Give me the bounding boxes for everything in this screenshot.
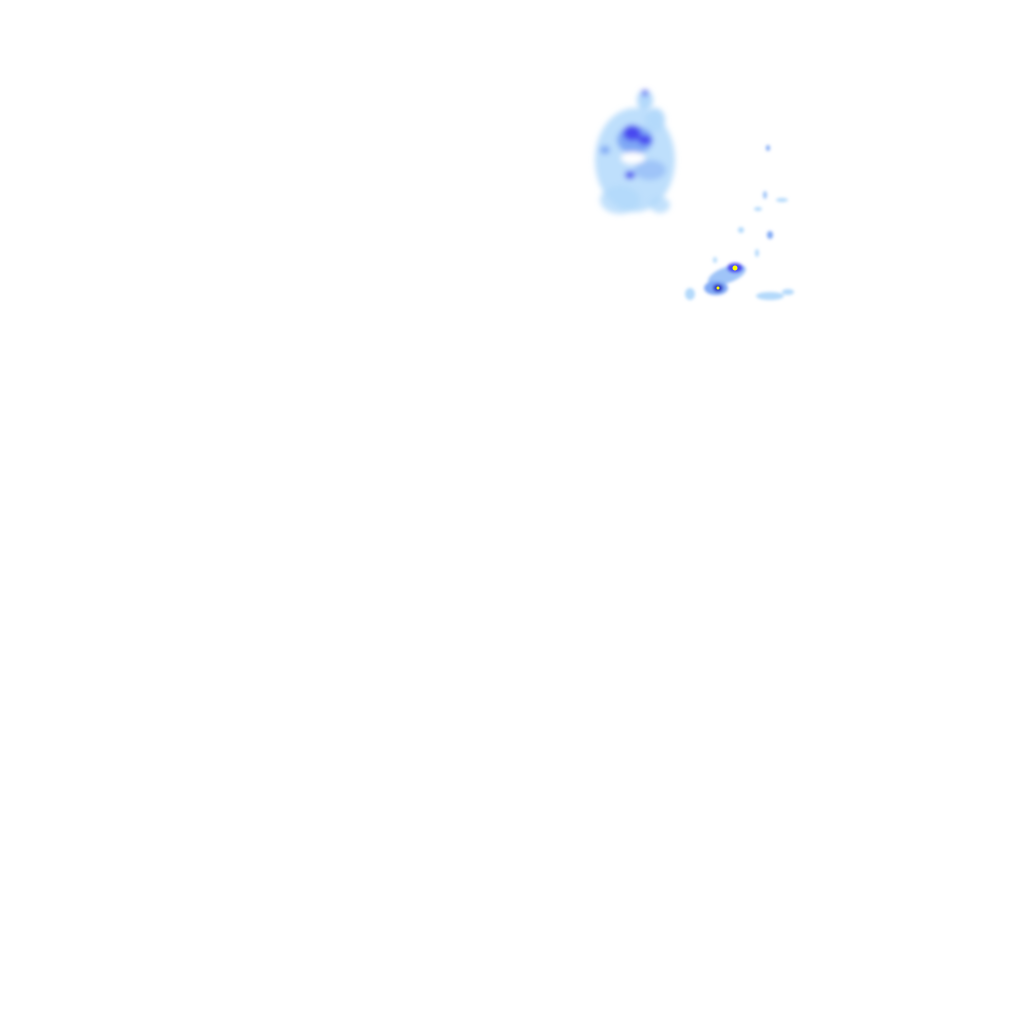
- rain-cluster-south: [685, 145, 794, 300]
- rain-cluster-north: [595, 90, 675, 214]
- extreme-cells: [716, 265, 738, 290]
